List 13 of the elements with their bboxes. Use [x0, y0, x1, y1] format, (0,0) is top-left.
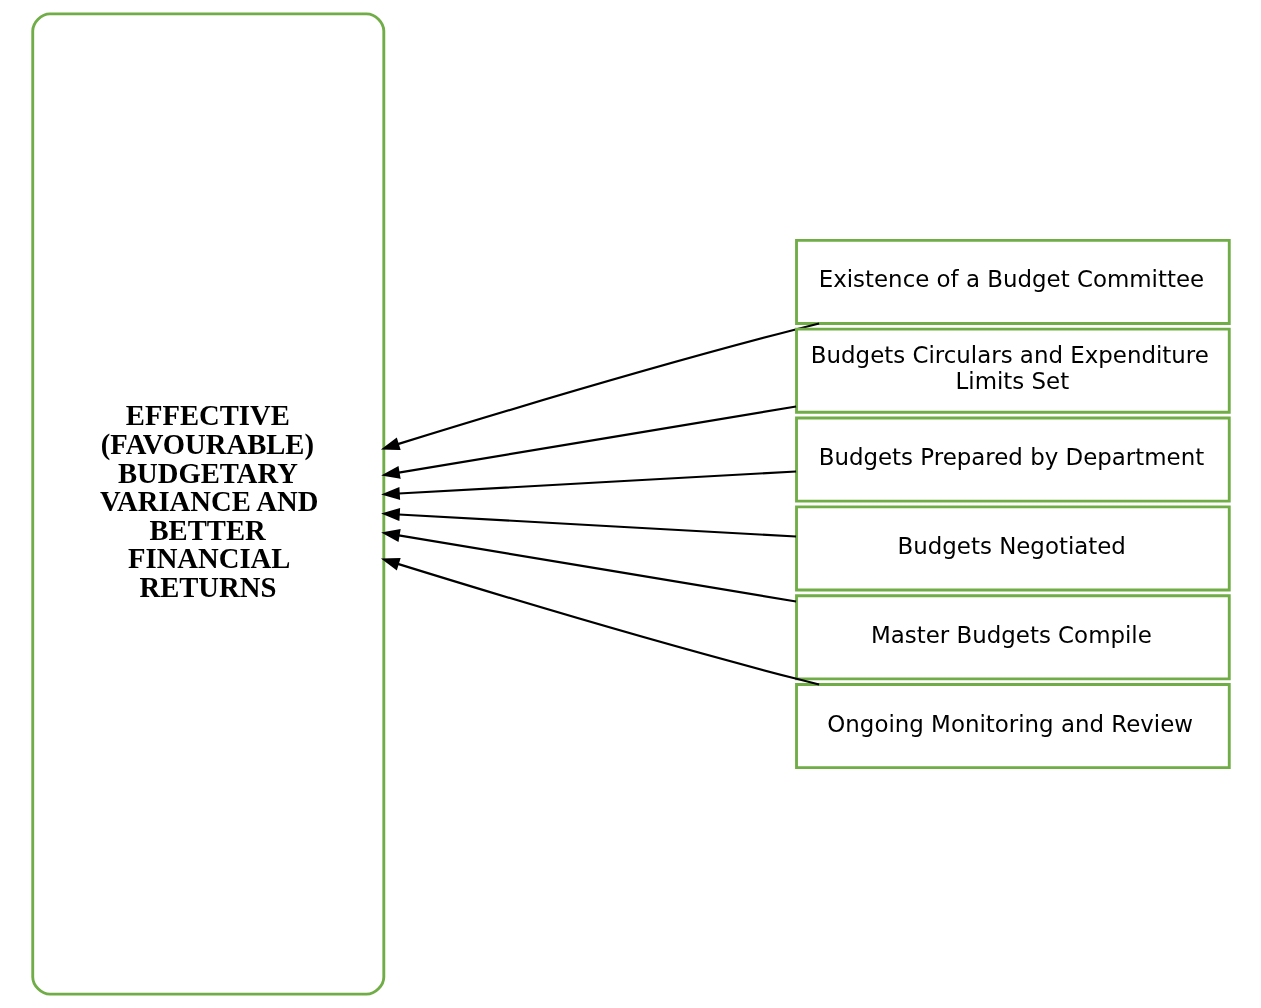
node-box: Master Budgets Compile: [794, 594, 1231, 681]
node-box: Existence of a Budget Committee: [794, 238, 1231, 325]
arrow: [380, 508, 796, 538]
node-box: Budgets Negotiated: [794, 505, 1231, 592]
arrow: [380, 529, 796, 603]
arrow: [380, 470, 796, 500]
arrow: [380, 557, 819, 686]
node-box: Budgets Prepared by Department: [794, 416, 1231, 503]
node-box: Ongoing Monitoring and Review: [794, 683, 1231, 770]
node-box: Budgets Circulars and Expenditure Limits Set: [794, 327, 1231, 414]
arrow: [380, 322, 819, 451]
arrow: [380, 405, 796, 479]
node-box: EFFECTIVE (FAVOURABLE) BUDGETARY VARIANCE AND BETTER FINANCIAL RETURNS: [30, 12, 385, 996]
